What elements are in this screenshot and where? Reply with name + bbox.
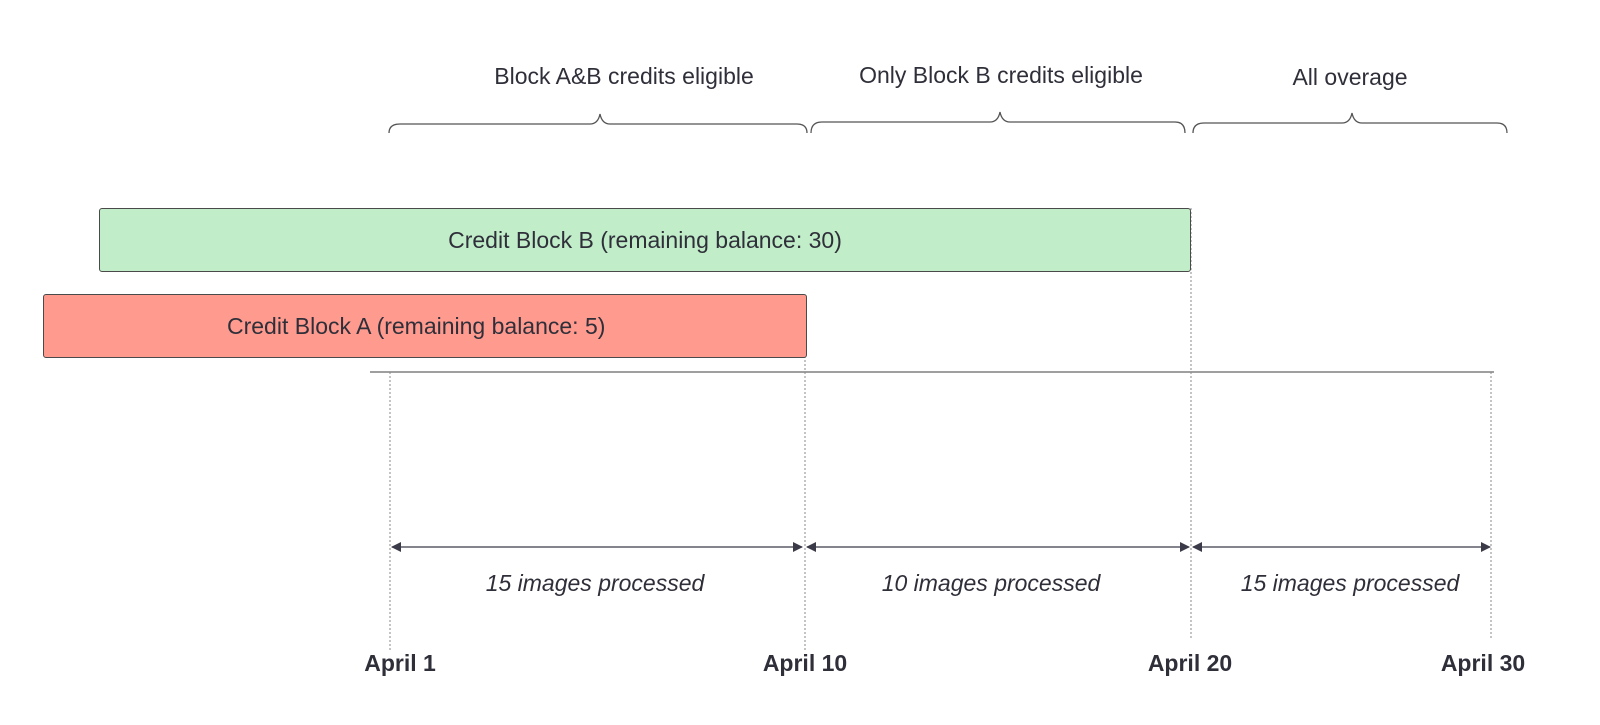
credit-block-b-label: Credit Block B (remaining balance: 30) <box>448 226 842 253</box>
brace-overage <box>1192 112 1508 134</box>
date-label-april-1: April 1 <box>364 650 436 676</box>
credit-block-a: Credit Block A (remaining balance: 5) <box>43 294 807 358</box>
date-label-april-10: April 10 <box>762 650 848 676</box>
date-label-april-20: April 20 <box>1147 650 1233 676</box>
date-label-april-30: April 30 <box>1440 650 1526 676</box>
interval-label-2: 10 images processed <box>881 570 1101 596</box>
brace-b-only <box>810 111 1186 134</box>
credit-block-b: Credit Block B (remaining balance: 30) <box>99 208 1191 272</box>
interval-label-3: 15 images processed <box>1240 570 1460 596</box>
phase-label-b-only: Only Block B credits eligible <box>859 62 1143 88</box>
interval-label-1: 15 images processed <box>485 570 705 596</box>
brace-a-and-b <box>388 113 808 134</box>
credit-block-a-label: Credit Block A (remaining balance: 5) <box>227 312 606 339</box>
phase-label-overage: All overage <box>1292 64 1408 90</box>
phase-label-a-and-b: Block A&B credits eligible <box>494 63 754 89</box>
